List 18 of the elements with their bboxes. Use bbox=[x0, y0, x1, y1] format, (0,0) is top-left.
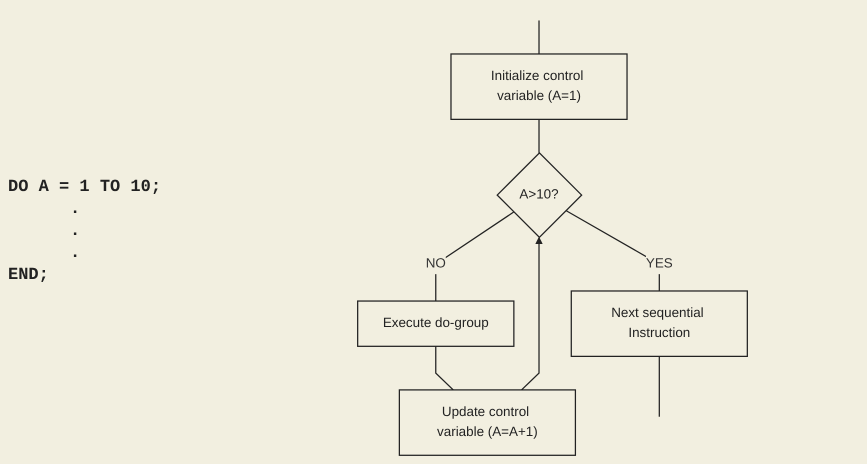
code-line: . bbox=[69, 243, 82, 265]
node-box: Initialize control variable (A=1) bbox=[450, 53, 628, 120]
code-line: END; bbox=[8, 265, 50, 287]
edge-label: YES bbox=[646, 256, 673, 271]
node-diamond: A>10? bbox=[496, 152, 583, 238]
node-box: Execute do-group bbox=[357, 300, 514, 347]
connector bbox=[435, 346, 454, 390]
connector bbox=[435, 212, 514, 302]
edge-label: NO bbox=[426, 256, 446, 271]
arrow bbox=[521, 237, 543, 390]
code-line: . bbox=[69, 221, 82, 243]
connector bbox=[538, 20, 540, 54]
code-line: DO A = 1 TO 10; bbox=[8, 177, 162, 199]
node-box: Update control variable (A=A+1) bbox=[398, 389, 576, 456]
connector bbox=[658, 356, 660, 417]
connector bbox=[538, 119, 540, 153]
code-line: . bbox=[69, 199, 82, 221]
node-box: Next sequential Instruction bbox=[570, 290, 748, 357]
